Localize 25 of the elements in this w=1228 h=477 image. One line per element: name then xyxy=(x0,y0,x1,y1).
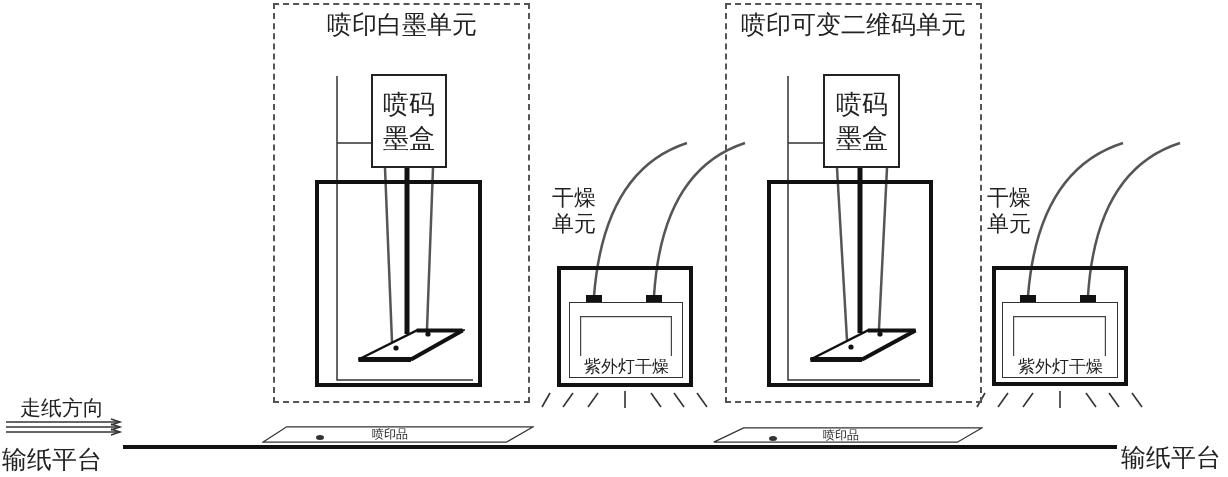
tube-line xyxy=(877,167,889,330)
housing-box xyxy=(315,180,482,387)
lamp-box xyxy=(1002,302,1118,378)
cartridge-box: 喷码墨盒 xyxy=(371,74,447,168)
platform-label: 输纸平台 xyxy=(2,446,102,474)
tube-line xyxy=(383,167,394,343)
unit-title: 喷印可变二维码单元 xyxy=(740,10,967,40)
direction-label: 走纸方向 xyxy=(20,396,104,420)
unit-label: 干燥单元 xyxy=(552,185,597,237)
lamp-label: 紫外灯干燥 xyxy=(582,357,670,376)
lamp-box xyxy=(569,302,683,378)
platform-label: 输纸平台 xyxy=(1121,444,1221,472)
rod-line xyxy=(857,168,863,333)
rod-line xyxy=(404,168,410,334)
sheet-label: 喷印品 xyxy=(822,428,860,442)
tube-line xyxy=(425,167,435,330)
unit-title: 喷印白墨单元 xyxy=(325,10,478,40)
housing-box xyxy=(767,180,933,387)
sheet-label: 喷印品 xyxy=(371,427,409,441)
tube-line xyxy=(835,167,849,341)
dashed-box xyxy=(725,3,982,403)
unit-label: 干燥单元 xyxy=(987,185,1032,237)
dashed-box xyxy=(273,3,530,403)
cartridge-box: 喷码墨盒 xyxy=(823,74,900,168)
lamp-label: 紫外灯干燥 xyxy=(1016,357,1104,376)
